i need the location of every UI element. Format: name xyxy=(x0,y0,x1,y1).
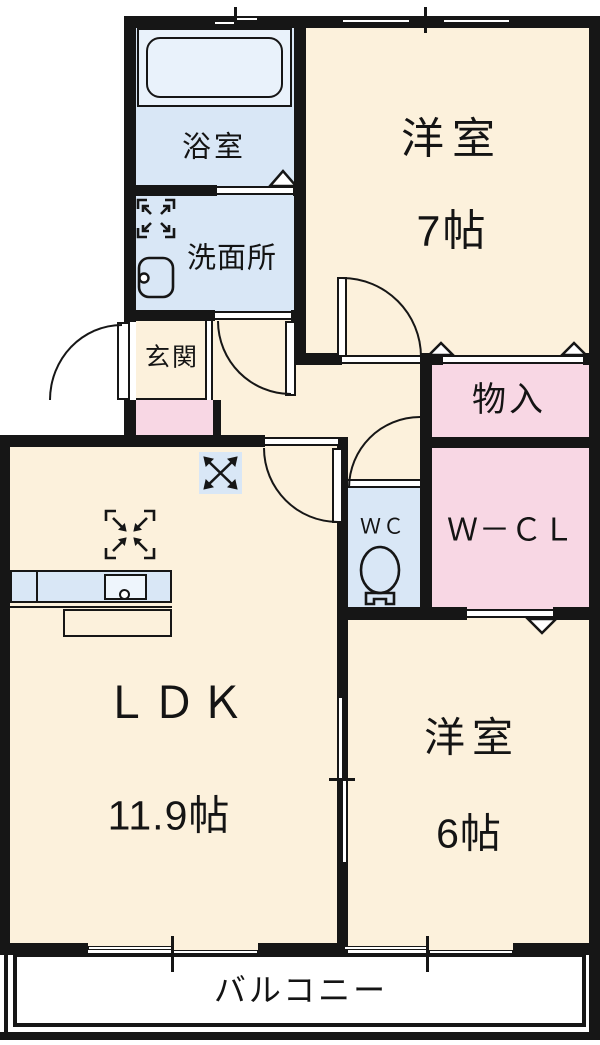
folding-door-icon-storage-left xyxy=(425,341,457,357)
balcony-outer-left-line xyxy=(4,953,8,1038)
folding-door-icon-bathroom xyxy=(267,169,299,188)
wall-washroom-bottom-left xyxy=(124,310,215,321)
label-ldk: ＬＤＫ xyxy=(104,679,248,728)
label-western6: 洋室 xyxy=(424,714,520,761)
window-western7-sash-a xyxy=(342,19,410,23)
label-bathroom: 浴室 xyxy=(181,131,247,164)
label-washroom: 洗面所 xyxy=(186,242,278,275)
door-opening-washroom xyxy=(215,311,291,320)
room-ldk-floor xyxy=(8,440,340,950)
wall-bath-washroom-right xyxy=(293,185,306,196)
window-western6-sash-a xyxy=(344,946,427,950)
wall-ldk-western6-divider xyxy=(337,437,348,955)
wall-left-lower xyxy=(0,435,10,953)
washbasin-icon xyxy=(137,256,175,299)
kitchen-table xyxy=(63,609,172,637)
wall-wcl-bottom-right xyxy=(553,607,600,620)
window-western7-sash-b xyxy=(443,19,510,23)
door-opening-bathroom xyxy=(217,186,293,195)
ac-pad-icon xyxy=(199,452,242,494)
label-western6-size: 6帖 xyxy=(436,810,502,857)
refrigerator-pad-icon xyxy=(104,509,156,560)
wall-bottom-a xyxy=(0,943,88,955)
wall-bath-washroom-left xyxy=(124,185,217,196)
wall-entrance-step-stub xyxy=(213,400,221,437)
toilet-icon xyxy=(359,545,401,606)
kitchen-faucet-dot xyxy=(119,589,130,600)
wall-mid-vertical xyxy=(420,353,432,620)
label-western7: 洋室 xyxy=(401,115,503,164)
wall-storage-bottom xyxy=(426,437,592,448)
entrance-step-floor xyxy=(134,400,214,437)
sliding-door-center-tick xyxy=(329,778,355,781)
wall-left-upper xyxy=(124,16,136,322)
entrance-step-line xyxy=(136,398,213,400)
kitchen-counter-edge-line xyxy=(10,606,172,608)
balcony-outer-bottom-line xyxy=(0,1032,600,1040)
room-wcl-floor xyxy=(426,440,592,615)
window-center-tick-western7 xyxy=(424,7,427,33)
kitchen-counter xyxy=(10,570,172,603)
sliding-door-panel-b xyxy=(342,779,347,863)
washing-machine-icon xyxy=(136,198,176,239)
entrance-step-edge xyxy=(205,321,213,400)
label-storage: 物入 xyxy=(472,381,546,419)
sliding-door-panel-a xyxy=(338,697,343,781)
balcony-inner-rail xyxy=(13,953,586,1027)
window-ldk-sash-a xyxy=(88,946,172,950)
balcony-floor xyxy=(8,953,591,1032)
bathtub-inner xyxy=(146,37,283,98)
wall-right-outer xyxy=(589,16,600,1038)
label-western7-size: 7帖 xyxy=(416,207,488,256)
label-entrance: 玄関 xyxy=(144,343,200,372)
window-center-tick-bathroom xyxy=(234,7,237,33)
entry-door-arc xyxy=(49,324,122,400)
label-balcony: バルコニー xyxy=(213,972,389,1008)
room-storage-floor xyxy=(426,357,592,445)
door-opening-ldk xyxy=(265,437,338,446)
door-opening-storage xyxy=(443,355,583,364)
label-ldk-size: 11.9帖 xyxy=(107,792,231,839)
wall-ldk-top xyxy=(0,435,265,447)
room-washroom-floor xyxy=(132,190,298,316)
window-bathroom-sash-b xyxy=(236,17,258,21)
wall-bottom-c xyxy=(513,943,600,955)
wall-wcl-bottom-left xyxy=(337,607,467,620)
wall-bottom-b xyxy=(258,943,344,955)
door-opening-wcl xyxy=(467,609,553,618)
kitchen-counter-divider xyxy=(36,570,38,603)
label-wcl: Ｗ－ＣＬ xyxy=(447,512,575,548)
wall-western7-bottom-a xyxy=(294,353,342,365)
wall-washroom-bottom-right xyxy=(291,310,306,321)
folding-door-icon-wcl xyxy=(524,617,560,635)
room-western6-floor xyxy=(340,615,592,950)
folding-door-icon-storage-right xyxy=(558,341,590,357)
label-wc: ＷＣ xyxy=(360,515,406,539)
